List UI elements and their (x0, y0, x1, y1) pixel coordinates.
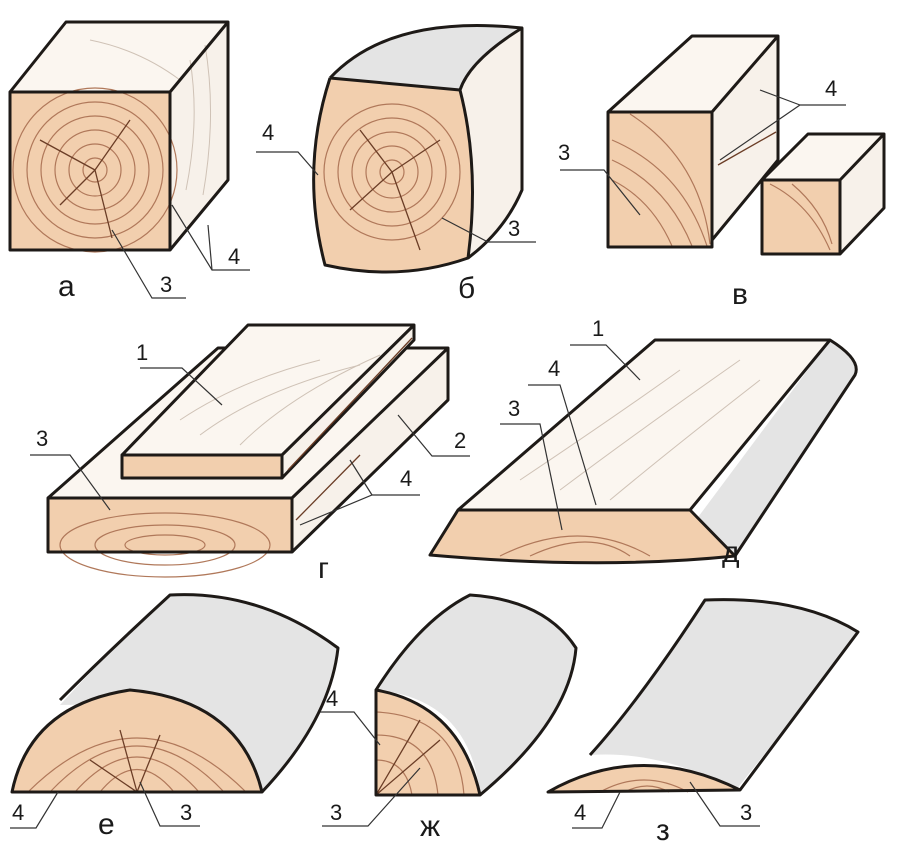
figure-v-large-end (608, 112, 712, 247)
figure-e-end-face (12, 690, 262, 792)
figure-a: 3 4 а (8, 20, 250, 303)
figure-e-callout-3: 3 (180, 800, 192, 825)
figure-a-side-face (170, 22, 228, 250)
figure-v-small-side (840, 134, 884, 254)
figure-zh: 4 3 ж (320, 593, 578, 843)
figure-v-callout-3: 3 (558, 140, 570, 165)
figure-g-callout-3: 3 (36, 426, 48, 451)
figure-z-caption: з (656, 814, 670, 846)
figure-v: 4 3 в (558, 34, 886, 311)
figure-a-growth-rings (12, 87, 178, 253)
figure-g-board-top (122, 325, 414, 455)
figure-b-side-face (460, 28, 522, 258)
figure-g-plank-rings (59, 512, 271, 578)
figure-d-caption: д (722, 536, 740, 569)
figure-a-caption: а (58, 270, 75, 303)
figure-d: 1 4 3 д (428, 316, 858, 569)
figure-d-top-face (458, 340, 830, 510)
figure-d-callout-4: 4 (548, 356, 560, 381)
figure-z-callout-4: 4 (574, 800, 586, 825)
figure-a-callout-4: 4 (228, 244, 240, 269)
figure-v-small-top (762, 134, 884, 180)
figure-g-board-side (282, 325, 414, 478)
figure-v-large-rings (611, 113, 711, 247)
figure-v-caption: в (732, 278, 748, 311)
figure-zh-caption: ж (420, 810, 440, 843)
figure-zh-end-face (376, 690, 480, 795)
figure-g-board-end (122, 455, 282, 478)
figure-a-callout-3: 3 (160, 272, 172, 297)
figure-b: 4 3 б (256, 24, 536, 305)
figure-zh-rings (375, 711, 465, 796)
figure-g: 1 3 2 4 г (30, 323, 470, 585)
figure-b-caption: б (458, 272, 475, 305)
figure-b-callout-4: 4 (262, 120, 274, 145)
figure-zh-callout-3: 3 (330, 800, 342, 825)
figure-v-small-end (762, 180, 840, 254)
figure-zh-bark (378, 595, 576, 795)
figure-g-board-grain (179, 354, 381, 446)
figure-e-bark (60, 594, 338, 792)
figure-d-grain (519, 359, 761, 501)
figure-e: 4 3 е (10, 593, 340, 841)
figure-a-top-face (10, 22, 228, 92)
figure-g-callout-4: 4 (400, 466, 412, 491)
figure-zh-callout-4: 4 (326, 686, 338, 711)
figure-b-growth-rings (323, 103, 461, 251)
figure-d-bark (690, 340, 857, 556)
figure-g-caption: г (318, 552, 329, 585)
figure-v-small-rings (769, 183, 833, 251)
figure-e-callout-4: 4 (12, 800, 24, 825)
figure-a-grain (89, 39, 212, 196)
figure-b-callout-3: 3 (508, 216, 520, 241)
figure-v-callout-4: 4 (825, 76, 837, 101)
figure-d-callout-1: 1 (592, 316, 604, 341)
figure-v-large-top (608, 36, 778, 112)
figure-g-callout-1: 1 (136, 340, 148, 365)
figure-z: 4 3 з (546, 598, 860, 846)
figure-g-callout-2: 2 (454, 428, 466, 453)
figure-d-callout-3: 3 (508, 396, 520, 421)
figure-b-bark-top (330, 25, 522, 90)
figure-z-bark (590, 599, 858, 790)
figure-d-rings (499, 535, 651, 557)
figure-v-large-side (712, 36, 778, 240)
figure-z-callout-3: 3 (740, 800, 752, 825)
figure-g-plank-side (292, 348, 448, 552)
figure-e-caption: е (98, 808, 115, 841)
